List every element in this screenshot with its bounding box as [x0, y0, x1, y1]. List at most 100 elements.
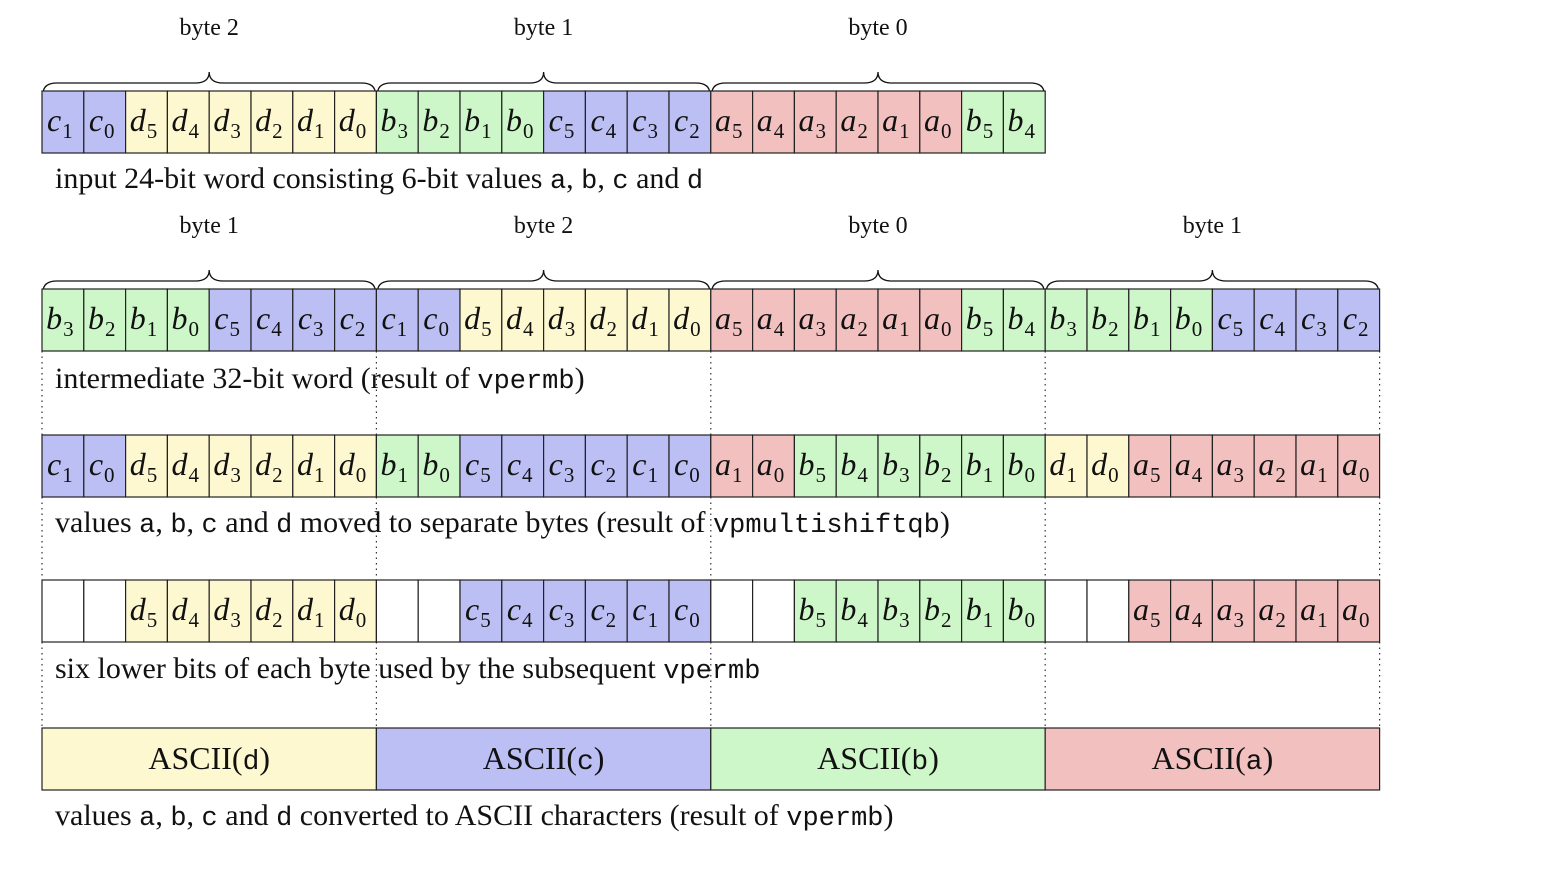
bit-cell: [751, 288, 795, 352]
bit-cell: [1002, 434, 1046, 498]
bit-cell: [83, 434, 127, 498]
byte-label: byte 1: [180, 213, 239, 239]
bit-cell: [710, 579, 754, 643]
bit-cell: [501, 90, 545, 154]
bit-cell: [83, 90, 127, 154]
bit-label: a0: [924, 300, 952, 341]
caption-text: ,: [597, 162, 613, 195]
bit-cell: [835, 288, 879, 352]
bit-cell: [459, 434, 503, 498]
code-token: d: [276, 511, 293, 541]
code-token: d: [686, 167, 704, 197]
code-token: c: [612, 167, 629, 197]
bit-cell: [1295, 579, 1339, 643]
bit-cell: [584, 288, 628, 352]
bit-cell: [292, 434, 336, 498]
bit-cell: [626, 288, 670, 352]
bit-cell: [417, 579, 461, 643]
caption-text: and: [217, 799, 277, 832]
bit-cell: [668, 579, 712, 643]
bit-cell: [501, 579, 545, 643]
ascii-label: ASCII(d): [148, 740, 270, 778]
bit-label: a4: [1175, 446, 1203, 487]
caption-text: intermediate 32-bit word (result of: [55, 362, 478, 395]
caption-text: moved to separate bytes (result of: [292, 506, 713, 539]
bit-label: a4: [757, 102, 785, 143]
bit-cell: [1337, 288, 1381, 352]
bit-label: d5: [130, 591, 158, 632]
byte-brace: [42, 71, 377, 95]
code-token: vpermb: [477, 367, 575, 397]
bit-cell: [668, 288, 712, 352]
bit-cell: [1044, 434, 1088, 498]
bit-cell: [1086, 288, 1130, 352]
bit-cell: [960, 90, 1004, 154]
caption-text: ): [883, 799, 894, 832]
bit-cell: [1295, 288, 1339, 352]
bit-cell: [124, 579, 168, 643]
caption-text: ,: [155, 506, 171, 539]
bit-cell: [751, 434, 795, 498]
bit-cell: [919, 288, 963, 352]
bit-cell: [584, 434, 628, 498]
bit-cell: [793, 434, 837, 498]
bit-cell: [835, 434, 879, 498]
bit-cell: [459, 90, 503, 154]
bit-cell: [208, 288, 252, 352]
bit-cell: [751, 579, 795, 643]
code-token: c: [201, 511, 218, 541]
caption-text: ,: [186, 799, 202, 832]
bit-cell: [334, 434, 378, 498]
code-token: b: [170, 804, 187, 834]
bit-cell: [41, 434, 85, 498]
byte-brace: [376, 269, 711, 293]
row-caption: input 24-bit word consisting 6-bit value…: [55, 164, 703, 196]
ascii-cell: [710, 727, 1046, 791]
code-token: b: [581, 167, 598, 197]
bit-label: c3: [549, 591, 575, 632]
byte-brace: [711, 71, 1045, 95]
code-token: vpermb: [663, 657, 761, 687]
bit-cell: [1337, 579, 1381, 643]
ascii-label: ASCII(b): [817, 740, 939, 778]
bit-cell: [960, 288, 1004, 352]
caption-text: input 24-bit word consisting 6-bit value…: [55, 162, 550, 195]
bit-cell: [208, 579, 252, 643]
caption-text: and: [217, 506, 277, 539]
bit-label: b2: [422, 102, 450, 143]
bit-label: d4: [172, 102, 200, 143]
byte-brace: [1045, 269, 1380, 293]
bit-cell: [375, 90, 419, 154]
code-token: c: [201, 804, 218, 834]
code-token: a: [139, 511, 156, 541]
row-caption: values a, b, c and d moved to separate b…: [55, 508, 950, 540]
code-token: vpermb: [786, 804, 884, 834]
byte-label: byte 2: [180, 15, 239, 41]
bit-cell: [542, 434, 586, 498]
bit-cell: [124, 90, 168, 154]
caption-text: ,: [186, 506, 202, 539]
bit-cell: [250, 288, 294, 352]
bit-label: a5: [1133, 446, 1161, 487]
ascii-cell: [375, 727, 712, 791]
bit-cell: [793, 579, 837, 643]
bit-cell: [334, 90, 378, 154]
bit-cell: [710, 434, 754, 498]
bit-cell: [417, 434, 461, 498]
bit-cell: [334, 579, 378, 643]
byte-brace: [376, 71, 711, 95]
bit-cell: [1044, 288, 1088, 352]
bit-cell: [417, 90, 461, 154]
bit-cell: [1169, 579, 1213, 643]
bit-cell: [1128, 579, 1172, 643]
bit-cell: [919, 579, 963, 643]
bit-cell: [1169, 288, 1213, 352]
bit-cell: [1211, 288, 1255, 352]
bit-cell: [1253, 434, 1297, 498]
caption-text: and: [628, 162, 687, 195]
bit-cell: [1211, 579, 1255, 643]
caption-text: values: [55, 506, 140, 539]
bit-cell: [292, 90, 336, 154]
row-caption: six lower bits of each byte used by the …: [55, 654, 760, 686]
